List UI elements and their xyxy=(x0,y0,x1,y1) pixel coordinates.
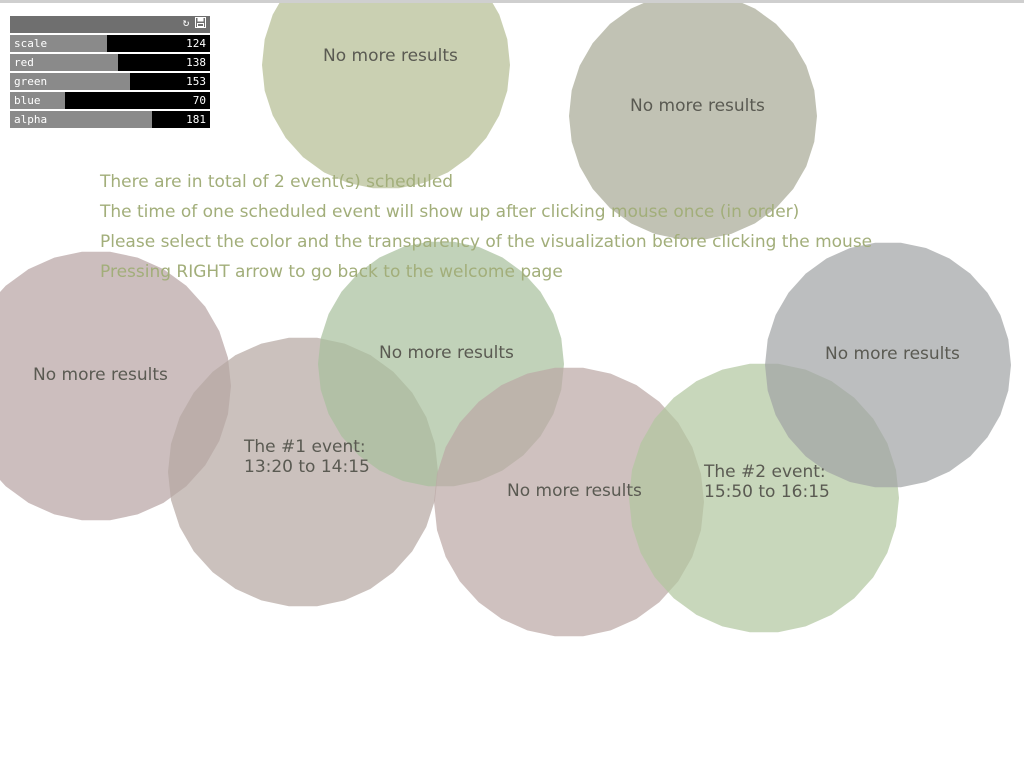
slider-value: 124 xyxy=(186,37,206,50)
instruction-line: Pressing RIGHT arrow to go back to the w… xyxy=(100,262,563,282)
bubble-left-label: No more results xyxy=(33,365,168,385)
slider-label: scale xyxy=(14,37,48,50)
bubble-bottom-center-label: No more results xyxy=(507,481,642,501)
slider-value: 138 xyxy=(186,56,206,69)
slider-alpha[interactable]: alpha 181 xyxy=(10,111,210,128)
bubble-top-right-label: No more results xyxy=(630,96,765,116)
instruction-line: Please select the color and the transpar… xyxy=(100,232,873,252)
slider-red[interactable]: red 138 xyxy=(10,54,210,71)
slider-label: blue xyxy=(14,94,41,107)
slider-value: 70 xyxy=(192,94,206,107)
slider-fill xyxy=(10,111,152,128)
bubble-event-1-label: The #1 event: xyxy=(243,437,366,457)
slider-label: red xyxy=(14,56,34,69)
bubble-top-right[interactable] xyxy=(569,3,817,240)
save-icon[interactable] xyxy=(194,17,206,29)
slider-value: 181 xyxy=(186,113,206,126)
instruction-line: There are in total of 2 event(s) schedul… xyxy=(100,172,454,192)
slider-blue[interactable]: blue 70 xyxy=(10,92,210,109)
slider-label: alpha xyxy=(14,113,48,126)
refresh-icon[interactable]: ↻ xyxy=(182,16,190,29)
bubble-top-left-label: No more results xyxy=(323,46,458,66)
bubble-top-left[interactable] xyxy=(262,3,510,189)
bubble-bottom-center[interactable] xyxy=(434,367,704,637)
slider-fill xyxy=(10,92,65,109)
bubble-right[interactable] xyxy=(765,242,1011,488)
bubble-visualization[interactable]: No more results No more results No more re… xyxy=(0,3,1024,770)
slider-scale[interactable]: scale 124 xyxy=(10,35,210,52)
bubble-event-2-label: The #2 event: xyxy=(703,462,826,482)
slider-fill xyxy=(10,35,107,52)
control-panel: ↻ scale 124 red 138 green 153 xyxy=(10,16,210,128)
bubble-right-label: No more results xyxy=(825,344,960,364)
bubble-event-1-label: 13:20 to 14:15 xyxy=(244,457,370,477)
control-panel-titlebar[interactable]: ↻ xyxy=(10,16,210,33)
slider-value: 153 xyxy=(186,75,206,88)
slider-green[interactable]: green 153 xyxy=(10,73,210,90)
slider-label: green xyxy=(14,75,48,88)
slider-fill xyxy=(10,54,118,71)
bubble-center-label: No more results xyxy=(379,343,514,363)
slider-fill xyxy=(10,73,130,90)
bubble-event-2-label: 15:50 to 16:15 xyxy=(704,482,830,502)
instruction-line: The time of one scheduled event will sho… xyxy=(100,202,800,222)
instructions-text: There are in total of 2 event(s) schedul… xyxy=(100,167,872,287)
